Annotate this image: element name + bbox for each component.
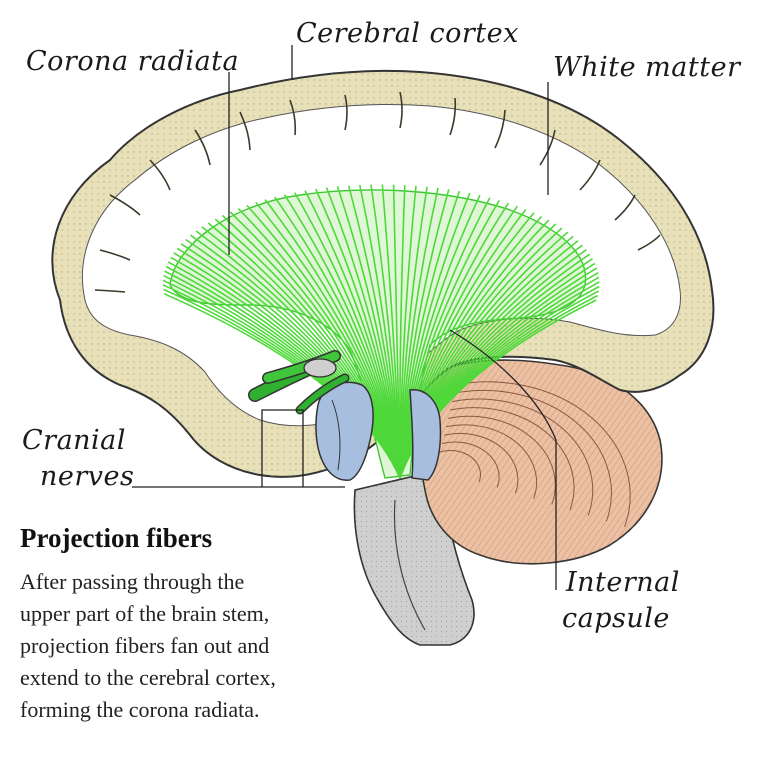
cerebellum-fold: [447, 415, 556, 505]
sulcus: [109, 194, 141, 216]
sulcus: [289, 99, 297, 136]
caption-line: After passing through the: [20, 569, 245, 594]
sulcus: [539, 129, 556, 166]
cerebellum-fold: [445, 424, 538, 499]
fiber-strand: [399, 299, 597, 479]
cerebellum-fold: [439, 450, 482, 483]
caption-title: Projection fibers: [20, 523, 213, 553]
caption-line: forming the corona radiata.: [20, 697, 260, 722]
label-cranial-nerves-line1: Cranial: [22, 425, 126, 456]
cranial-nerves: [248, 350, 350, 415]
cerebellum-fold: [443, 432, 519, 494]
sulcus: [194, 129, 211, 166]
cerebellum-fold: [449, 407, 575, 511]
cerebellum-folia: [439, 381, 631, 527]
leader-internal-capsule: [449, 329, 557, 590]
projection-fibers: [162, 184, 600, 479]
sulcus: [579, 159, 601, 191]
leader-cranial-nerves-box: [261, 409, 304, 487]
label-cerebral-cortex: Cerebral cortex: [296, 18, 519, 49]
caption-line: upper part of the brain stem,: [20, 601, 270, 626]
caption-body: After passing through the upper part of …: [20, 566, 370, 726]
sulcus: [399, 91, 403, 129]
label-internal-capsule-line1: Internal: [566, 567, 680, 598]
sulcus: [614, 194, 636, 221]
cerebellum: [415, 359, 663, 565]
fiber-strands: [162, 184, 600, 479]
sulcus: [94, 289, 126, 293]
label-white-matter: White matter: [553, 52, 741, 83]
sulcus: [149, 159, 171, 191]
cortical-sulci: [94, 91, 661, 293]
label-internal-capsule-line2: capsule: [562, 603, 670, 634]
sulcus: [494, 109, 506, 149]
cerebellum-fold: [441, 441, 500, 488]
label-cranial-nerves-line2: nerves: [40, 461, 135, 492]
caption-line: extend to the cerebral cortex,: [20, 665, 276, 690]
sulcus: [99, 249, 131, 261]
sulcus: [344, 94, 348, 131]
leader-lines: [132, 45, 557, 590]
cerebellum-fold: [455, 381, 631, 527]
cerebellum-fold: [451, 398, 594, 516]
sulcus: [637, 234, 661, 251]
thalamus: [315, 381, 442, 481]
caption-line: projection fibers fan out and: [20, 633, 270, 658]
sulcus: [239, 111, 251, 151]
sulcus: [449, 97, 457, 136]
cerebellum-fold: [453, 389, 612, 522]
label-corona-radiata: Corona radiata: [26, 46, 240, 77]
